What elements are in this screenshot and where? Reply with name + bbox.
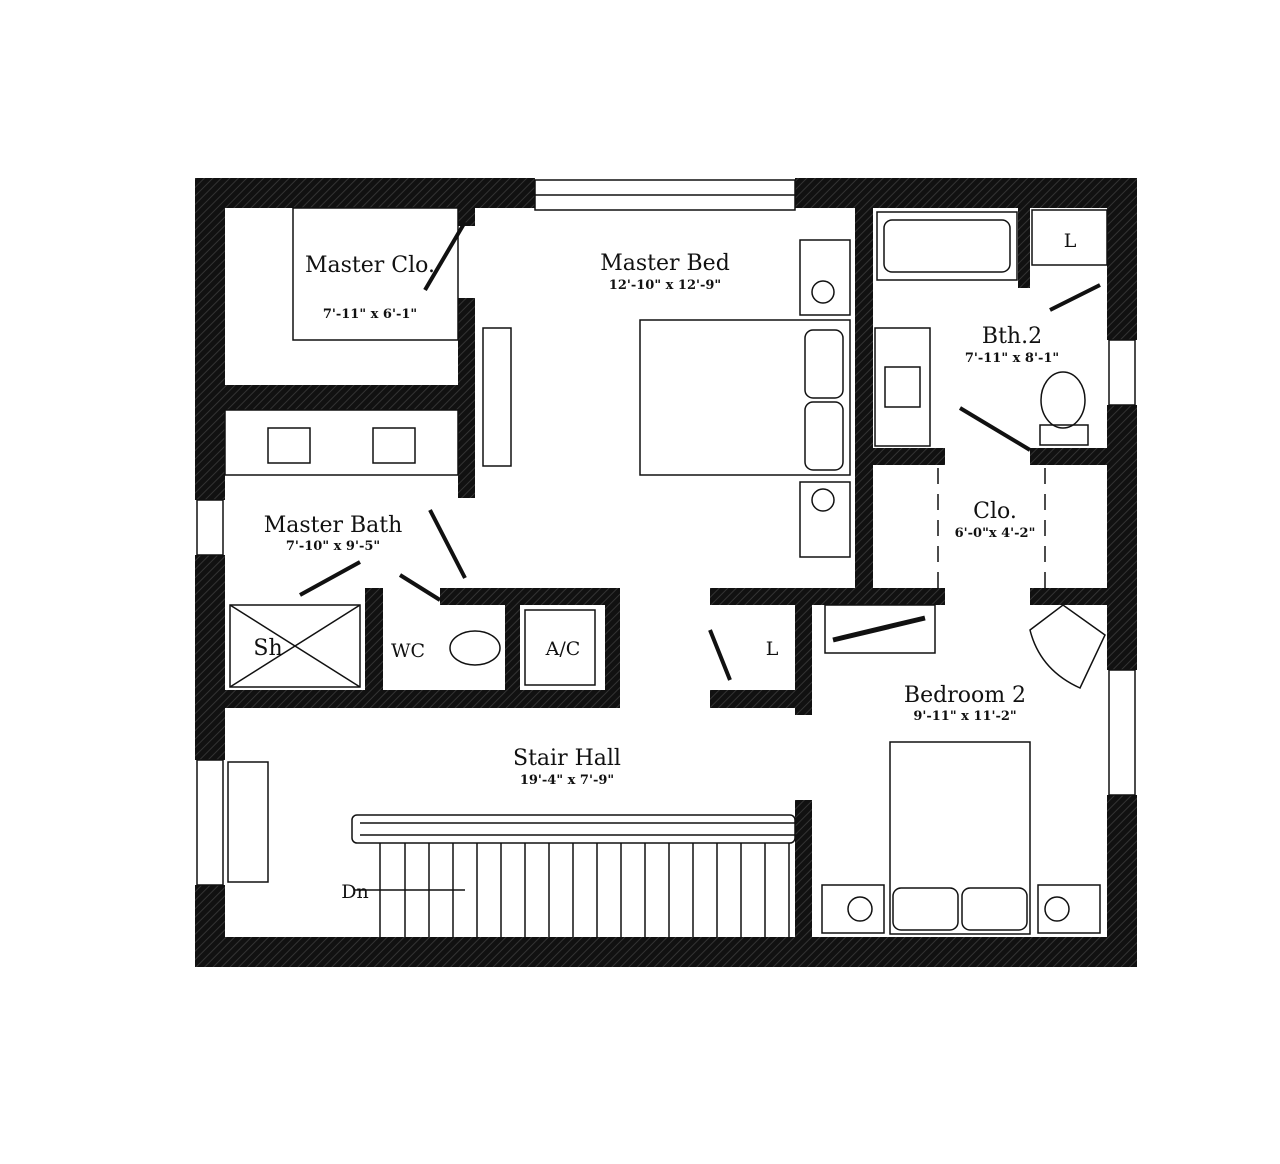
bed-2	[889, 741, 1031, 935]
wc-label: WC	[391, 640, 425, 662]
room-dims: 7'-11" x 6'-1"	[323, 307, 417, 322]
room-dims: 19'-4" x 7'-9"	[520, 773, 614, 788]
room-dims: 7'-10" x 9'-5"	[286, 539, 380, 554]
room-name: Master Clo.	[305, 253, 435, 278]
bathtub	[876, 211, 1018, 281]
room-dims: 12'-10" x 12'-9"	[609, 278, 721, 293]
room-name: Bth.2	[982, 324, 1042, 349]
shower	[229, 604, 361, 688]
ac-label: A/C	[545, 638, 581, 660]
room-name: Bedroom 2	[904, 683, 1026, 708]
stairs	[351, 814, 796, 937]
room-dims: 9'-11" x 11'-2"	[913, 709, 1016, 724]
toilet	[449, 630, 501, 666]
bath2-vanity	[874, 327, 931, 447]
room-dims: 6'-0"x 4'-2"	[955, 526, 1036, 541]
stair-down-label: Dn	[341, 881, 368, 903]
windows	[196, 179, 1136, 886]
linen-label: L	[1064, 230, 1077, 252]
room-name: Master Bed	[600, 251, 730, 276]
closet-shelf	[292, 207, 459, 341]
room-name: Clo.	[973, 499, 1017, 524]
doors	[299, 220, 1101, 681]
labels: Master Clo. 7'-11" x 6'-1" Master Bed 12…	[253, 230, 1076, 903]
shower-label: Sh	[253, 636, 282, 661]
room-name: Master Bath	[264, 513, 403, 538]
vanity	[224, 409, 459, 476]
linen-label: L	[766, 638, 779, 660]
walls	[195, 178, 1137, 967]
fixtures	[224, 207, 1108, 935]
room-name: Stair Hall	[513, 746, 621, 771]
master-bed	[639, 319, 851, 476]
room-dims: 7'-11" x 8'-1"	[965, 351, 1059, 366]
closet-rod	[482, 327, 512, 467]
